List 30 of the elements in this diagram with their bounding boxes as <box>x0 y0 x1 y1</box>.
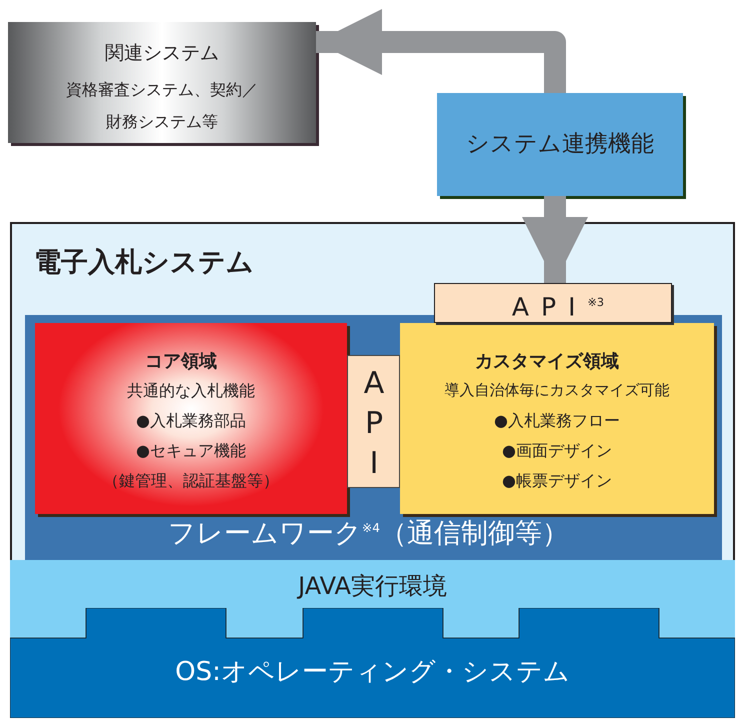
heading: 関連システム <box>104 41 220 66</box>
api-box <box>434 283 672 323</box>
framework-panel <box>25 315 722 560</box>
description: 資格審査システム、契約／財務システム等 <box>65 79 259 133</box>
note: （鍵管理、認証基盤等） <box>102 471 280 492</box>
framework-label: フレームワーク$^{※4}$（通信制御等） <box>167 517 570 551</box>
heading: カスタマイズ領域 <box>474 350 620 373</box>
label: OS:オペレーティング・システム <box>174 656 571 689</box>
bullet-item: ●入札業務部品 <box>135 411 247 432</box>
api-label: API <box>362 365 386 483</box>
label: システム連携機能 <box>465 130 655 159</box>
bullet-item: ●入札業務フロー <box>493 411 621 432</box>
panel-title: 電子入札システム <box>34 246 255 280</box>
bullet-item: ●画面デザイン <box>501 441 613 462</box>
heading: コア領域 <box>144 350 218 373</box>
customize-box <box>400 323 714 514</box>
system-panel <box>10 222 735 718</box>
bullet-item: ●セキュア機能 <box>135 441 247 462</box>
description: 共通的な入札機能 <box>126 381 256 402</box>
api-label: API$^{※3}$ <box>510 291 606 324</box>
function-box <box>437 93 683 196</box>
label: JAVA実行環境 <box>296 571 448 602</box>
arrow <box>316 9 566 93</box>
api-box <box>347 355 400 488</box>
os-band <box>10 608 735 718</box>
core-box <box>35 323 347 514</box>
description: 導入自治体毎にカスタマイズ可能 <box>444 381 670 400</box>
bullet-item: ●帳票デザイン <box>501 471 613 492</box>
arrow <box>522 196 588 283</box>
system-box <box>8 22 316 143</box>
